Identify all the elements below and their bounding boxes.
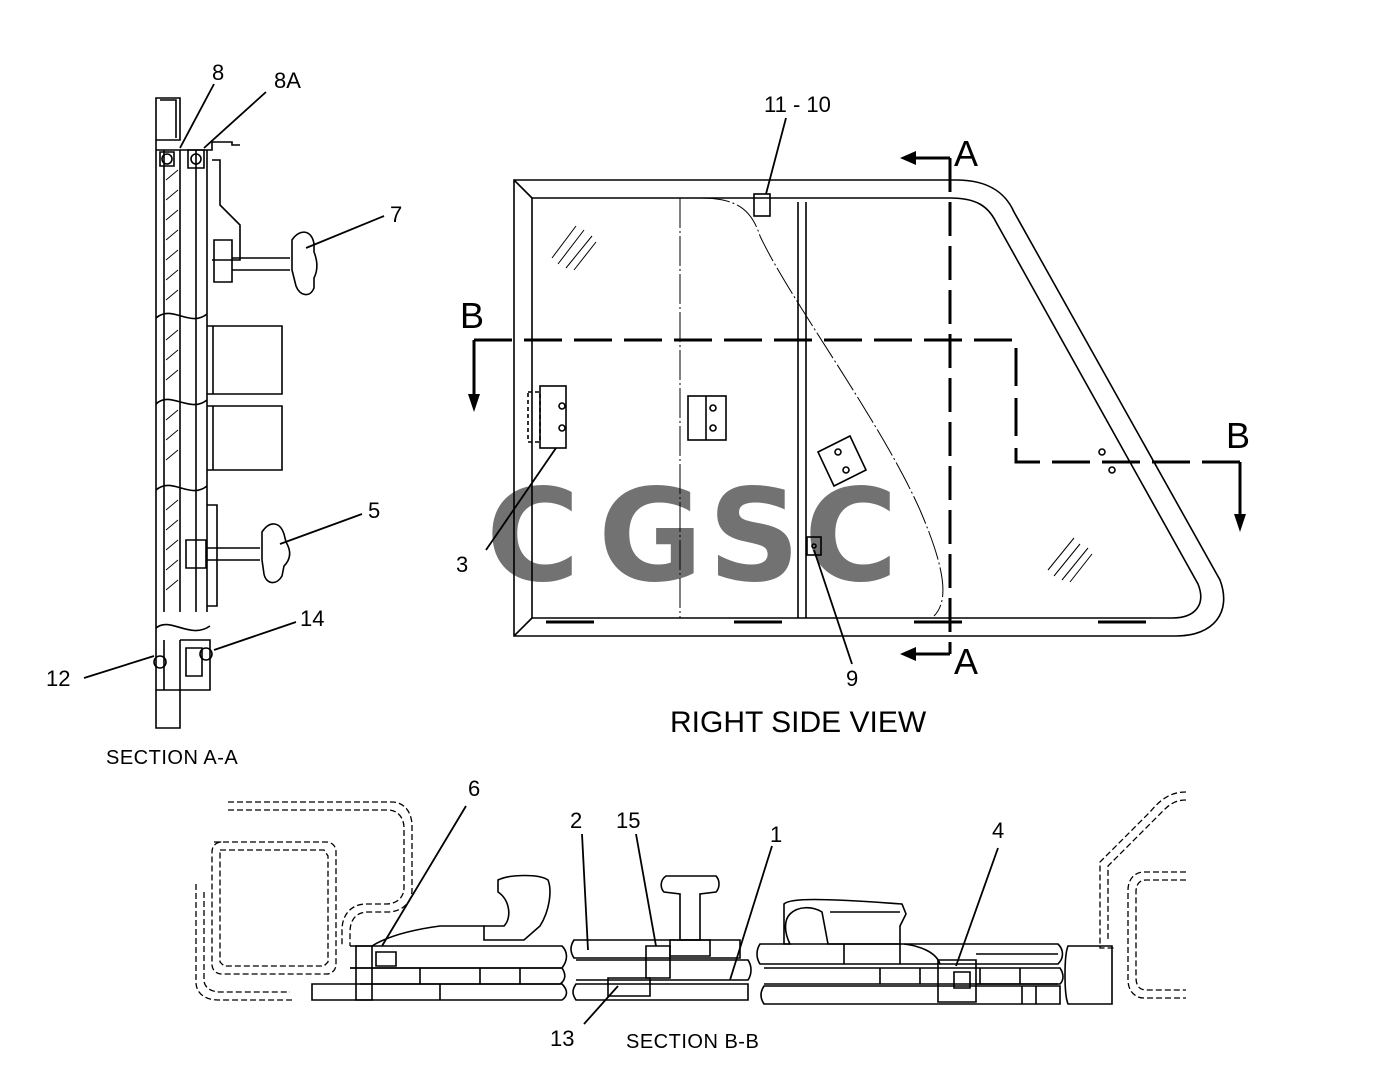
callout-3: 3 bbox=[456, 552, 468, 577]
cut-marker-b-right: B bbox=[1226, 415, 1250, 456]
callout-9: 9 bbox=[846, 666, 858, 691]
section-b-b-drawing bbox=[195, 791, 1187, 1005]
section-cut-lines bbox=[472, 156, 1242, 656]
watermark-logo: C G S C bbox=[486, 462, 898, 611]
callout-8: 8 bbox=[212, 60, 224, 85]
section-a-a-title: SECTION A-A bbox=[106, 747, 238, 769]
leader-lines bbox=[83, 83, 999, 1025]
cut-arrowheads bbox=[468, 151, 1246, 661]
cut-marker-b-left: B bbox=[460, 295, 484, 336]
callout-12: 12 bbox=[46, 666, 70, 691]
cut-markers: A A B B bbox=[460, 133, 1250, 682]
callout-13: 13 bbox=[550, 1026, 574, 1051]
watermark-letter-2: G bbox=[598, 462, 703, 611]
right-side-view-drawing bbox=[513, 179, 1225, 637]
callout-7: 7 bbox=[390, 202, 402, 227]
cut-marker-a-bottom: A bbox=[954, 641, 978, 682]
watermark-letter-4: C bbox=[804, 462, 898, 611]
callout-2: 2 bbox=[570, 808, 582, 833]
right-side-view-title: RIGHT SIDE VIEW bbox=[670, 706, 927, 739]
callouts: 8 8A 7 5 14 12 11 - 10 3 9 6 2 15 1 4 13 bbox=[46, 60, 1004, 1051]
watermark-letter-1: C bbox=[486, 462, 580, 611]
callout-1: 1 bbox=[770, 822, 782, 847]
callout-5: 5 bbox=[368, 498, 380, 523]
watermark-letter-3: S bbox=[708, 462, 800, 611]
callout-11-10: 11 - 10 bbox=[764, 92, 831, 117]
callout-15: 15 bbox=[616, 808, 640, 833]
section-a-a-drawing bbox=[153, 97, 318, 729]
cut-marker-a-top: A bbox=[954, 133, 978, 174]
callout-8a: 8A bbox=[274, 68, 301, 93]
callout-6: 6 bbox=[468, 776, 480, 801]
section-b-b-title: SECTION B-B bbox=[626, 1031, 759, 1053]
callout-4: 4 bbox=[992, 818, 1004, 843]
callout-14: 14 bbox=[300, 606, 324, 631]
